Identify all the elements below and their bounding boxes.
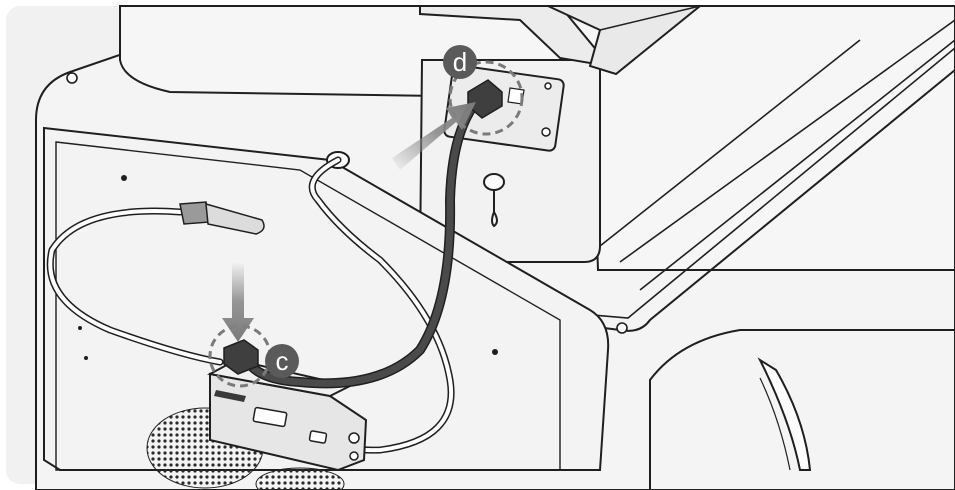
insert-arrow-d [392,102,476,170]
dark-cable-core [244,96,482,387]
upper-enclosure [119,5,955,271]
plate-screw [544,82,552,90]
port-slot [252,406,288,428]
insert-arrow-c [222,262,254,342]
light-cable-core [298,158,454,453]
front-door-inner [55,141,561,471]
port-jack [349,451,359,461]
lid-edge-line [599,5,701,31]
lower-right-panel [649,329,955,490]
callout-c-label: c [276,346,289,376]
callout-c: c [265,344,299,378]
highlight-ring-d [448,60,524,136]
screw [78,326,82,330]
brand-mark [214,390,246,402]
port-jack [348,432,360,444]
port-slot [308,430,328,444]
cable-grommet [483,173,505,191]
plate-screw [541,127,551,137]
screw [492,349,498,355]
plug-c [223,339,259,375]
vent-grill [255,467,345,490]
callout-d: d [443,45,477,79]
right-side-panel [599,19,955,291]
callout-d-badge [443,45,477,79]
callout-c-badge [265,344,299,378]
cable-hook [491,190,498,228]
upper-port-plate [443,64,565,152]
screw [66,72,78,84]
connector-clip [205,202,265,235]
screw [121,175,127,181]
light-cable-loop-core [48,209,222,364]
screw [616,322,628,334]
side-vent-slot-2 [759,377,791,471]
side-vent-slot [757,357,812,471]
screw [84,356,88,360]
callout-d-label: d [453,47,467,77]
